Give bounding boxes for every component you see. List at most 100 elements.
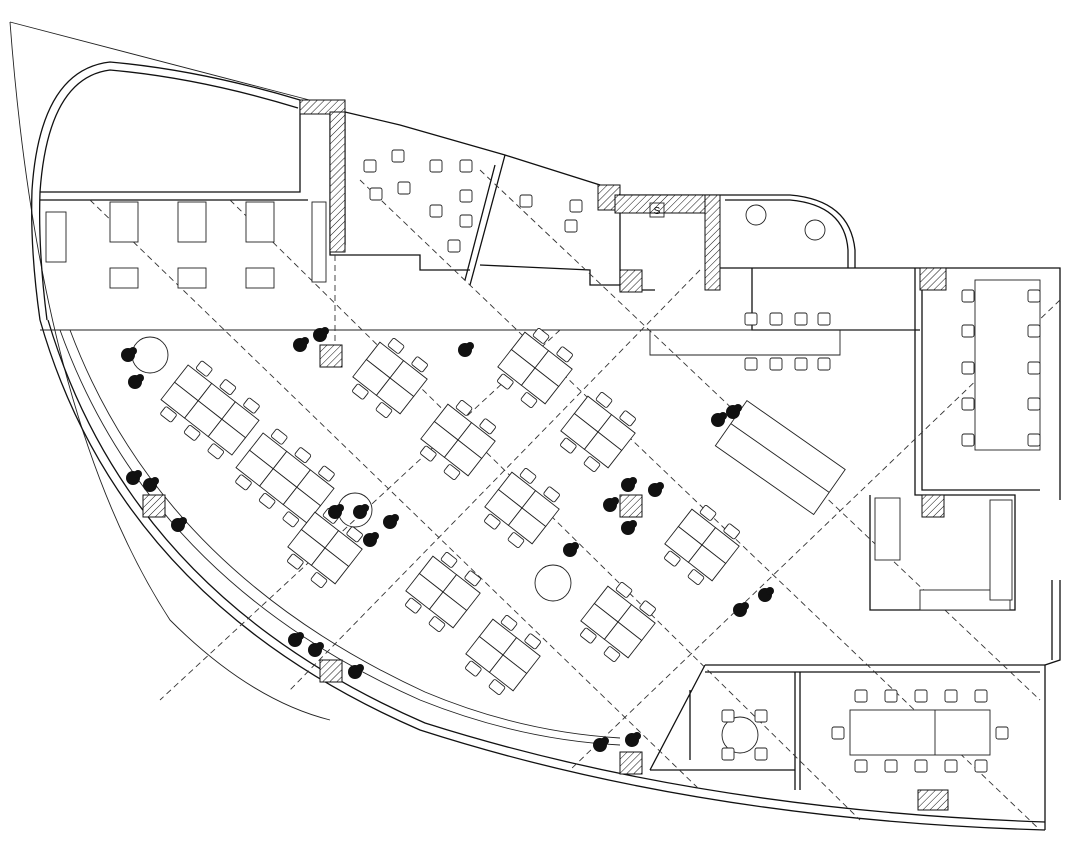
- chair: [519, 468, 537, 484]
- plant-icon: [356, 664, 364, 672]
- chair: [664, 550, 681, 567]
- kitchen: [874, 497, 1013, 611]
- workstation-cluster: [235, 428, 335, 528]
- chair: [464, 570, 481, 587]
- chair: [615, 582, 633, 598]
- workstation-cluster: [352, 338, 428, 418]
- chair: [817, 312, 831, 326]
- desk: [687, 544, 727, 582]
- chair: [560, 437, 577, 454]
- desk: [583, 431, 623, 469]
- desk: [443, 439, 483, 477]
- chair: [569, 199, 583, 213]
- workstation-clusters: [160, 328, 740, 695]
- plant-icon: [629, 477, 637, 485]
- chair: [687, 569, 705, 585]
- chair: [1027, 433, 1041, 447]
- desk: [520, 367, 560, 405]
- chair: [944, 759, 958, 773]
- chair: [428, 616, 446, 632]
- chair: [769, 312, 783, 326]
- chair: [318, 465, 335, 482]
- plant-icon: [633, 732, 641, 740]
- chair: [235, 474, 252, 491]
- chair: [243, 397, 260, 414]
- plant-icon: [601, 737, 609, 745]
- chair: [556, 346, 573, 363]
- chair: [914, 689, 928, 703]
- chair: [497, 373, 514, 390]
- workstation-cluster: [465, 615, 541, 695]
- exterior-walls: [31, 61, 1061, 831]
- plant-icon: [629, 520, 637, 528]
- workstation-cluster: [160, 360, 260, 460]
- chair: [914, 759, 928, 773]
- plant-icon: [611, 497, 619, 505]
- chair: [769, 357, 783, 371]
- chair: [443, 464, 461, 480]
- chair: [405, 597, 422, 614]
- plant-icon: [179, 517, 187, 525]
- chair: [507, 532, 525, 548]
- chair: [794, 312, 808, 326]
- chair: [447, 239, 461, 253]
- chair: [391, 149, 405, 163]
- chair: [183, 424, 201, 441]
- chair: [440, 552, 458, 568]
- chair: [595, 392, 613, 408]
- workstation-cluster: [560, 392, 636, 472]
- desk: [488, 654, 528, 692]
- chair: [352, 383, 369, 400]
- chair: [619, 410, 636, 427]
- plant-icon: [371, 532, 379, 540]
- plant-icon: [336, 504, 344, 512]
- workstation-cluster: [497, 328, 573, 408]
- plant-icon: [734, 404, 742, 412]
- chair: [721, 747, 735, 761]
- chair: [944, 689, 958, 703]
- workstation-cluster: [664, 505, 740, 585]
- chair: [699, 505, 717, 521]
- plant-icon: [316, 642, 324, 650]
- chair: [346, 526, 363, 543]
- chair: [484, 513, 501, 530]
- chair: [1027, 324, 1041, 338]
- chair: [961, 361, 975, 375]
- plant-icon: [134, 470, 142, 478]
- chair: [961, 433, 975, 447]
- chair: [282, 511, 300, 528]
- chair: [459, 159, 473, 173]
- plant-icon: [296, 632, 304, 640]
- chair: [744, 312, 758, 326]
- chair: [580, 627, 597, 644]
- chair: [455, 400, 473, 416]
- chair: [794, 357, 808, 371]
- chair: [420, 445, 437, 462]
- chair: [488, 679, 506, 695]
- chair: [1027, 397, 1041, 411]
- chair: [294, 447, 312, 464]
- plant-icon: [129, 347, 137, 355]
- chair: [603, 646, 621, 662]
- chair: [160, 406, 177, 423]
- desk: [603, 621, 643, 659]
- plant-icon: [656, 482, 664, 490]
- service-box-label: S: [654, 206, 661, 217]
- chair: [583, 456, 601, 472]
- desk: [310, 547, 350, 585]
- chair: [831, 726, 845, 740]
- chair: [375, 402, 393, 418]
- chair: [287, 553, 304, 570]
- workstation-cluster: [420, 400, 496, 480]
- chair: [884, 689, 898, 703]
- chair: [1027, 289, 1041, 303]
- chair: [459, 189, 473, 203]
- chair: [721, 709, 735, 723]
- chairs: [363, 149, 1041, 773]
- chair: [639, 600, 656, 617]
- chair: [854, 689, 868, 703]
- plant-icon: [719, 412, 727, 420]
- chair: [564, 219, 578, 233]
- plant-icon: [391, 514, 399, 522]
- workstation-cluster: [287, 508, 363, 588]
